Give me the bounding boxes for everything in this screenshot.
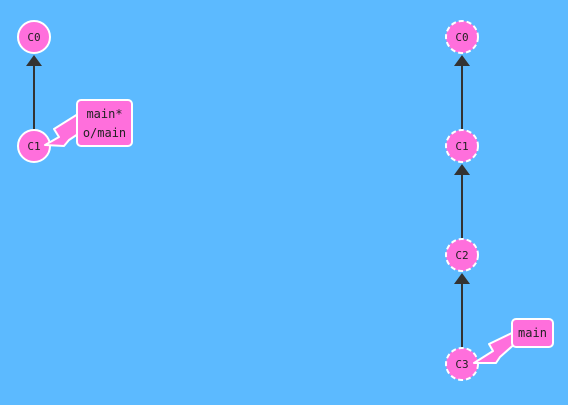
- remote-edge-arrowhead: [454, 273, 470, 284]
- remote-commit-c0[interactable]: C0: [445, 20, 479, 54]
- remote-edge-arrowhead: [454, 55, 470, 66]
- remote-edge-c1-c0: [454, 55, 470, 132]
- local-commit-c0[interactable]: C0: [17, 20, 51, 54]
- branch-name-main: main: [518, 326, 547, 340]
- local-commit-c0-label: C0: [27, 31, 40, 44]
- remote-commit-c2[interactable]: C2: [445, 238, 479, 272]
- remote-edge-c2-c1: [454, 164, 470, 241]
- remote-repo: C0 C1 C2 C3 main: [445, 20, 554, 381]
- local-commit-c1-label: C1: [27, 140, 40, 153]
- local-branch-label[interactable]: main* o/main: [76, 99, 133, 147]
- local-branch-pointer: [44, 113, 79, 147]
- remote-edge-arrowhead: [454, 164, 470, 175]
- remote-commit-c3[interactable]: C3: [445, 347, 479, 381]
- remote-commit-c1[interactable]: C1: [445, 129, 479, 163]
- local-edge-c1-c0: [26, 55, 42, 132]
- local-edge-arrowhead: [26, 55, 42, 66]
- remote-commit-c2-label: C2: [455, 249, 468, 262]
- remote-edge-c3-c2: [454, 273, 470, 350]
- branch-name-o-main: o/main: [83, 126, 126, 140]
- remote-branch-label[interactable]: main: [511, 318, 554, 348]
- remote-commit-c1-label: C1: [455, 140, 468, 153]
- local-repo: C0 C1 main* o/main: [17, 20, 133, 163]
- remote-commit-c3-label: C3: [455, 358, 468, 371]
- remote-commit-c0-label: C0: [455, 31, 468, 44]
- branch-name-main-star: main*: [86, 107, 122, 121]
